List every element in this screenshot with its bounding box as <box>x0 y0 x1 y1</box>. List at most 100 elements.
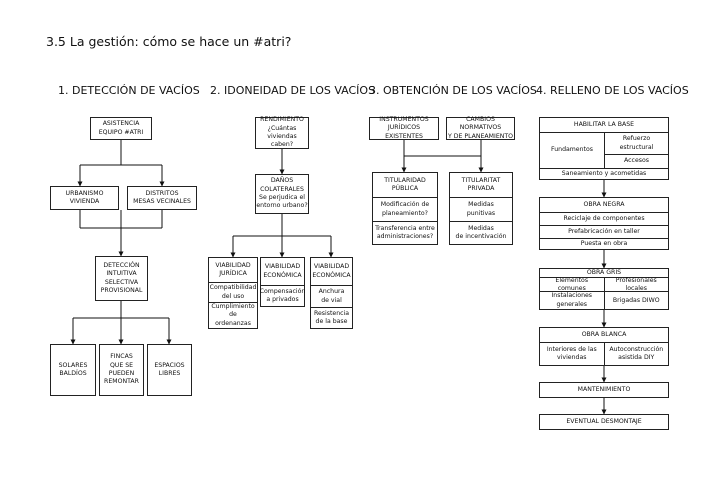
fincas-line-1: FINCAS <box>110 353 133 361</box>
privada-item-1b: punitivas <box>466 209 496 217</box>
obra-negra-item-1: Reciclaje de componentes <box>540 212 668 225</box>
juridica-item: Cumplimiento de ordenanzas <box>209 301 257 328</box>
privada-item: Medidas de incentivación <box>450 221 512 244</box>
juridica-box: VIABILIDAD JURÍDICA Compatibilidad del u… <box>208 257 258 329</box>
publica-title-2: PÚBLICA <box>391 185 419 192</box>
privada-item-2a: Medidas <box>468 224 494 232</box>
deteccion-line-3: SELECTIVA <box>104 278 139 286</box>
obra-blanca-left: Interiores de las viviendas <box>540 343 604 365</box>
privada-item: Medidas punitivas <box>450 197 512 221</box>
economica2-item: Resistencia de la base <box>311 307 352 328</box>
instrumentos-line-1: INSTRUMENTOS <box>379 115 429 123</box>
obra-negra-item-2: Prefabricación en taller <box>540 225 668 238</box>
obra-gris-item-3: Instalaciones generales <box>551 292 593 308</box>
juridica-title-2: JURÍDICA <box>219 270 247 278</box>
publica-item: Transferencia entre administraciones? <box>373 221 437 244</box>
rendimiento-line-1: RENDIMIENTO <box>260 116 304 124</box>
accesos-cell: Accesos <box>605 154 668 168</box>
economica2-item-2a: Resistencia <box>313 309 350 317</box>
distritos-box: DISTRITOS MESAS VECINALES <box>127 186 197 210</box>
publica-title: TITULARIDAD PÚBLICA <box>373 173 437 197</box>
economica1-title-2: ECONÓMICA <box>263 271 302 279</box>
heading-deteccion: 1. DETECCIÓN DE VACÍOS <box>58 84 200 97</box>
asistencia-line-2: EQUIPO #ATRI <box>98 128 144 136</box>
cambios-line-1: CAMBIOS NORMATIVOS <box>459 115 502 132</box>
fundamentos-label: Fundamentos <box>551 146 593 154</box>
juridica-item: Compatibilidad del uso <box>209 282 257 302</box>
danos-line-2: COLATERALES <box>260 185 304 193</box>
heading-idoneidad: 2. IDONEIDAD DE LOS VACÍOS <box>210 84 376 97</box>
mantenimiento-label: MANTENIMIENTO <box>577 385 631 393</box>
obra-gris-row-2: Instalaciones generales Brigadas DIWO <box>540 291 669 310</box>
danos-line-4: entorno urbano? <box>256 202 308 210</box>
urbanismo-line-1: URBANISMO <box>65 189 104 197</box>
rendimiento-line-2: ¿Cuántas <box>267 124 297 132</box>
fincas-line-3: PUEDEN <box>108 370 135 377</box>
cambios-box: CAMBIOS NORMATIVOS Y DE PLANEAMIENTO <box>446 115 515 140</box>
economica1-title-1: VIABILIDAD <box>264 263 301 271</box>
juridica-item-1a: Compatibilidad <box>209 284 257 292</box>
cambios-line-2: Y DE PLANEAMIENTO <box>447 132 514 140</box>
urbanismo-box: URBANISMO VIVIENDA <box>50 186 119 210</box>
obra-blanca-row: Interiores de las viviendas Autoconstruc… <box>540 342 668 365</box>
rendimiento-box: RENDIMIENTO ¿Cuántas viviendas caben? <box>255 116 309 149</box>
heading-relleno: 4. RELLENO DE LOS VACÍOS <box>536 84 689 97</box>
rendimiento-line-3: viviendas caben? <box>267 133 297 149</box>
espacios-line-1: ESPACIOS <box>154 361 185 369</box>
fundamentos-sub: Refuerzo estructural Accesos <box>604 133 668 168</box>
instrumentos-box: INSTRUMENTOS JURÍDICOS EXISTENTES <box>369 115 439 140</box>
obra-blanca-right-1: Autoconstrucción <box>609 345 664 353</box>
asistencia-box: ASISTENCIA EQUIPO #ATRI <box>90 117 152 140</box>
obra-blanca-right-2: asistida DIY <box>618 354 655 361</box>
habilitar-box: HABILITAR LA BASE Fundamentos Refuerzo e… <box>539 117 669 180</box>
deteccion-line-4: PROVISIONAL <box>100 286 143 294</box>
desmontaje-box: EVENTUAL DESMONTAJE <box>539 414 669 430</box>
economica-box-2: VIABILIDAD ECONÓMICA Anchura de vial Res… <box>310 257 353 329</box>
economica1-title: VIABILIDAD ECONÓMICA <box>261 258 304 285</box>
espacios-line-2: LIBRES <box>158 370 181 377</box>
privada-title-1: TITULARITAT <box>461 176 501 184</box>
economica2-title: VIABILIDAD ECONÓMICA <box>311 258 352 285</box>
deteccion-box: DETECCIÓN INTUITIVA SELECTIVA PROVISIONA… <box>95 256 148 301</box>
obra-gris-item-2: Profesionales locales <box>603 277 669 292</box>
publica-item-2a: Transferencia entre <box>375 224 435 232</box>
economica2-title-2: ECONÓMICA <box>312 271 351 279</box>
publica-item-2b: administraciones? <box>376 233 434 240</box>
economica1-item-1b: a privados <box>266 296 299 303</box>
obra-gris-title: OBRA GRIS <box>586 269 622 276</box>
solares-line-1: SOLARES <box>58 361 88 369</box>
habilitar-title: HABILITAR LA BASE <box>573 120 635 128</box>
juridica-title: VIABILIDAD JURÍDICA <box>209 258 257 282</box>
heading-obtencion: 3. OBTENCIÓN DE LOS VACÍOS <box>369 84 537 97</box>
privada-item-1a: Medidas <box>468 201 494 209</box>
publica-item-1a: Modificación de <box>380 201 430 209</box>
danos-line-1: DAÑOS <box>270 177 294 185</box>
obra-gris-item-1: Elementos comunes <box>555 276 589 292</box>
fincas-line-2: QUE SE <box>109 361 134 369</box>
economica2-item-2b: de la base <box>315 318 348 325</box>
privada-item-2b: de incentivación <box>455 233 507 240</box>
danos-line-3: Se perjudica el <box>259 194 305 201</box>
fincas-line-4: REMONTAR <box>104 378 139 386</box>
publica-title-1: TITULARIDAD <box>384 176 426 184</box>
obra-gris-item-4: Brigadas DIWO <box>603 292 669 310</box>
economica2-title-1: VIABILIDAD <box>313 263 350 271</box>
obra-gris-row-1: Elementos comunes Profesionales locales <box>540 276 669 292</box>
desmontaje-label: EVENTUAL DESMONTAJE <box>566 417 642 425</box>
economica2-item-1a: Anchura <box>318 288 345 296</box>
publica-item: Modificación de planeamiento? <box>373 197 437 221</box>
publica-box: TITULARIDAD PÚBLICA Modificación de plan… <box>372 172 438 245</box>
privada-box: TITULARITAT PRIVADA Medidas punitivas Me… <box>449 172 513 245</box>
obra-negra-box: OBRA NEGRA Reciclaje de componentes Pref… <box>539 197 669 250</box>
juridica-item-2a: Cumplimiento <box>211 302 255 310</box>
deteccion-line-2: INTUITIVA <box>106 270 137 278</box>
privada-title-2: PRIVADA <box>467 185 495 192</box>
publica-item-1b: planeamiento? <box>382 209 428 217</box>
espacios-box: ESPACIOS LIBRES <box>147 344 192 396</box>
privada-title: TITULARITAT PRIVADA <box>450 173 512 197</box>
solares-box: SOLARES BALDÍOS <box>50 344 96 396</box>
asistencia-line-1: ASISTENCIA <box>102 120 140 128</box>
obra-blanca-box: OBRA BLANCA Interiores de las viviendas … <box>539 327 669 366</box>
refuerzo-cell: Refuerzo estructural <box>605 133 668 154</box>
economica1-item: Compensación a privados <box>260 285 305 306</box>
